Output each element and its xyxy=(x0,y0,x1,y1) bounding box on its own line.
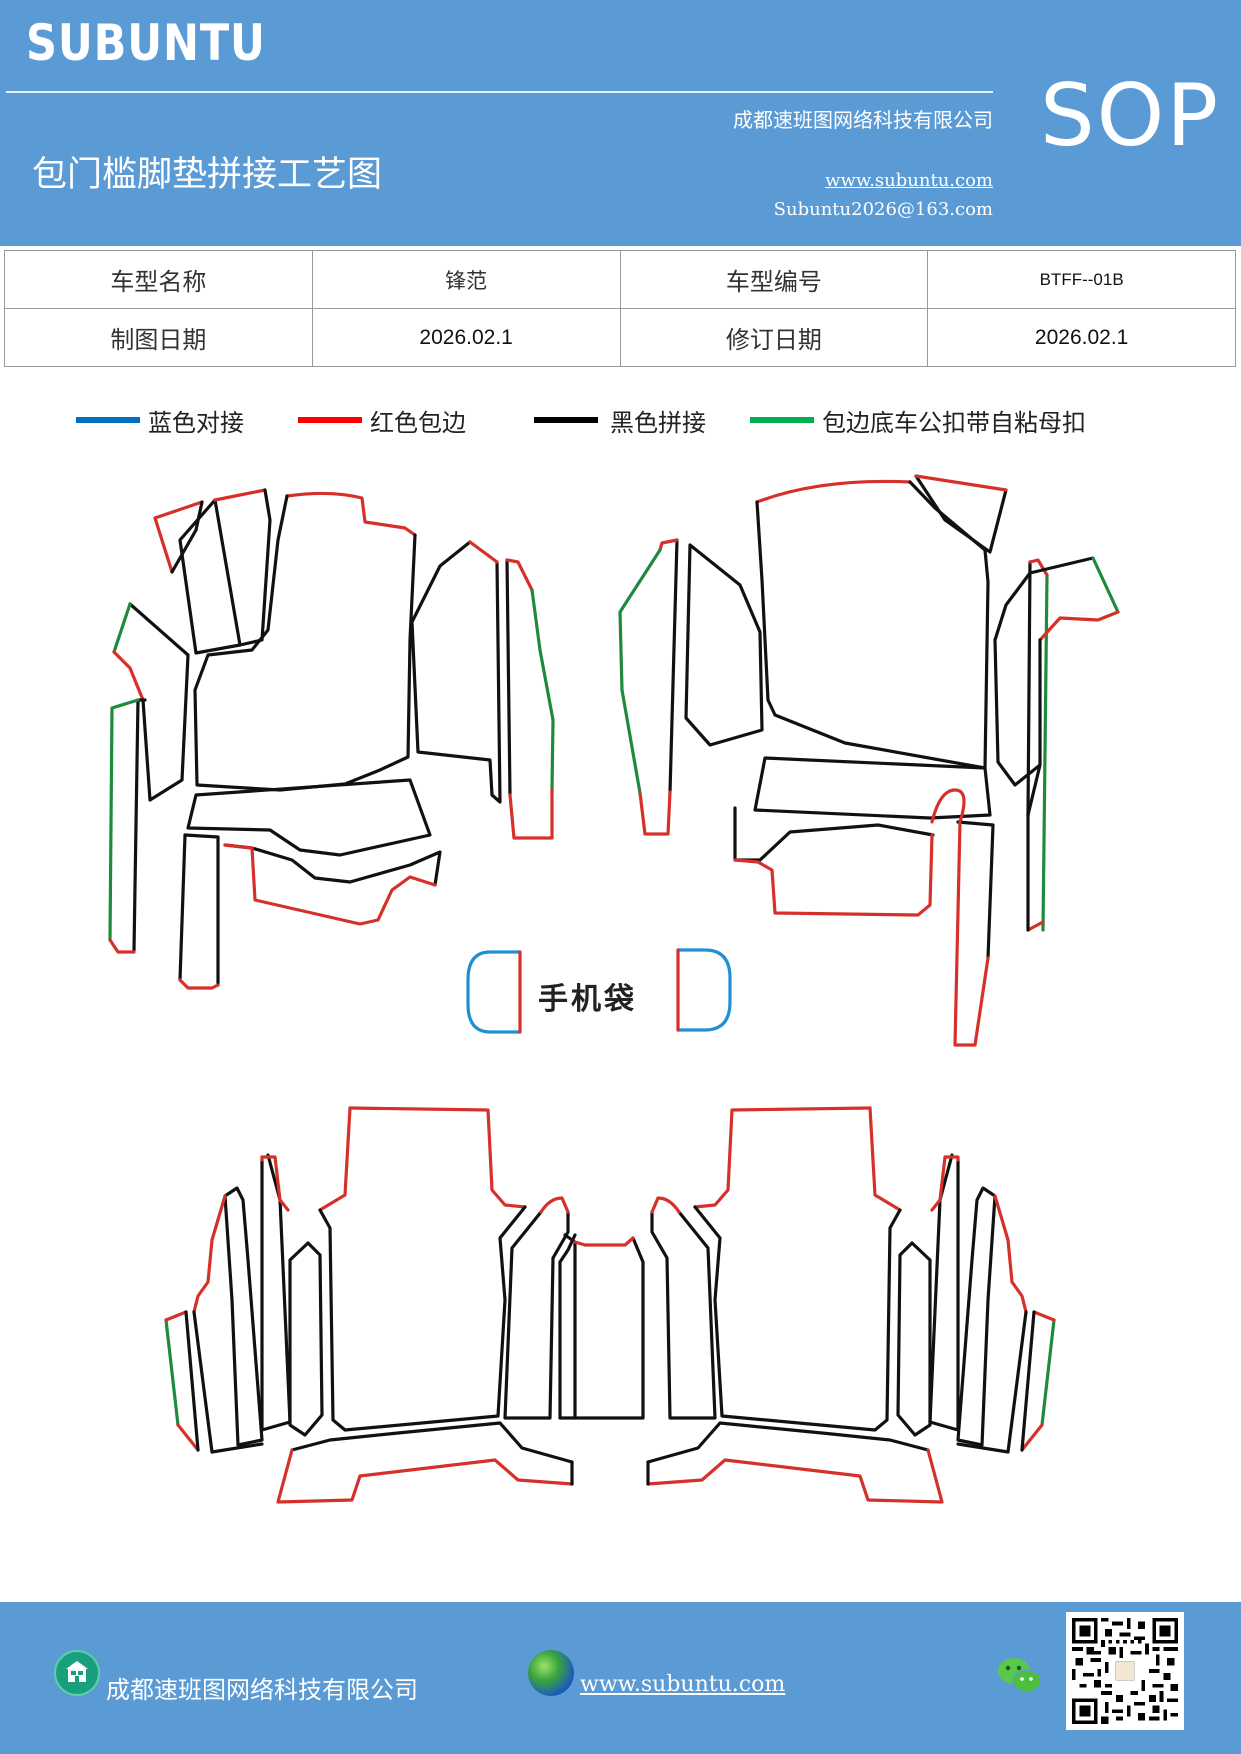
header-divider xyxy=(6,91,993,93)
draw-date-value: 2026.02.1 xyxy=(311,308,621,367)
sop-badge: SOP xyxy=(1040,66,1221,166)
brand-logo: SUBUNTU xyxy=(26,14,266,72)
info-table: 车型名称 锋范 车型编号 BTFF--01B 制图日期 2026.02.1 修订… xyxy=(4,250,1236,367)
legend-label: 黑色拼接 xyxy=(610,408,706,437)
legend-item-red: 红色包边 xyxy=(298,403,466,437)
model-code-label: 车型编号 xyxy=(619,250,929,309)
revise-date-value: 2026.02.1 xyxy=(927,308,1236,367)
legend-swatch xyxy=(76,417,140,423)
legend-item-blue: 蓝色对接 xyxy=(76,403,244,437)
legend-label: 包边底车公扣带自粘母扣 xyxy=(822,408,1086,437)
header-website-link[interactable]: www.subuntu.com xyxy=(825,170,993,191)
qr-code[interactable] xyxy=(1066,1612,1184,1730)
legend-swatch xyxy=(750,417,814,423)
footer-company: 成都速班图网络科技有限公司 xyxy=(106,1676,418,1704)
model-name-label: 车型名称 xyxy=(4,250,313,309)
header-company: 成都速班图网络科技有限公司 xyxy=(733,108,993,132)
front-left-mats xyxy=(108,488,555,990)
wechat-icon[interactable] xyxy=(996,1654,1044,1698)
footer-band: 成都速班图网络科技有限公司 www.subuntu.com xyxy=(0,1602,1241,1754)
front-right-mats xyxy=(618,474,1120,1047)
home-icon xyxy=(54,1650,100,1696)
table-row: 制图日期 2026.02.1 修订日期 2026.02.1 xyxy=(4,308,1236,367)
model-name-value: 锋范 xyxy=(311,250,621,309)
rear-right-mats xyxy=(646,1106,1056,1504)
page-title: 包门槛脚垫拼接工艺图 xyxy=(32,155,383,195)
legend-label: 蓝色对接 xyxy=(148,408,244,437)
legend-label: 红色包边 xyxy=(370,408,466,437)
rear-left-mats xyxy=(164,1106,645,1504)
legend-item-black: 黑色拼接 xyxy=(534,403,706,437)
legend-swatch xyxy=(298,417,362,423)
legend-item-green: 包边底车公扣带自粘母扣 xyxy=(750,403,1086,437)
table-row: 车型名称 锋范 车型编号 BTFF--01B xyxy=(4,250,1236,309)
phone-pocket-label: 手机袋 xyxy=(538,982,637,1017)
globe-icon xyxy=(528,1650,574,1696)
header-email[interactable]: Subuntu2026@163.com xyxy=(773,199,993,220)
model-code-value: BTFF--01B xyxy=(927,250,1236,309)
draw-date-label: 制图日期 xyxy=(4,308,313,367)
footer-website-link[interactable]: www.subuntu.com xyxy=(580,1672,786,1697)
revise-date-label: 修订日期 xyxy=(619,308,929,367)
legend-swatch xyxy=(534,417,598,423)
header-band: SUBUNTU 成都速班图网络科技有限公司 包门槛脚垫拼接工艺图 www.sub… xyxy=(0,0,1241,246)
